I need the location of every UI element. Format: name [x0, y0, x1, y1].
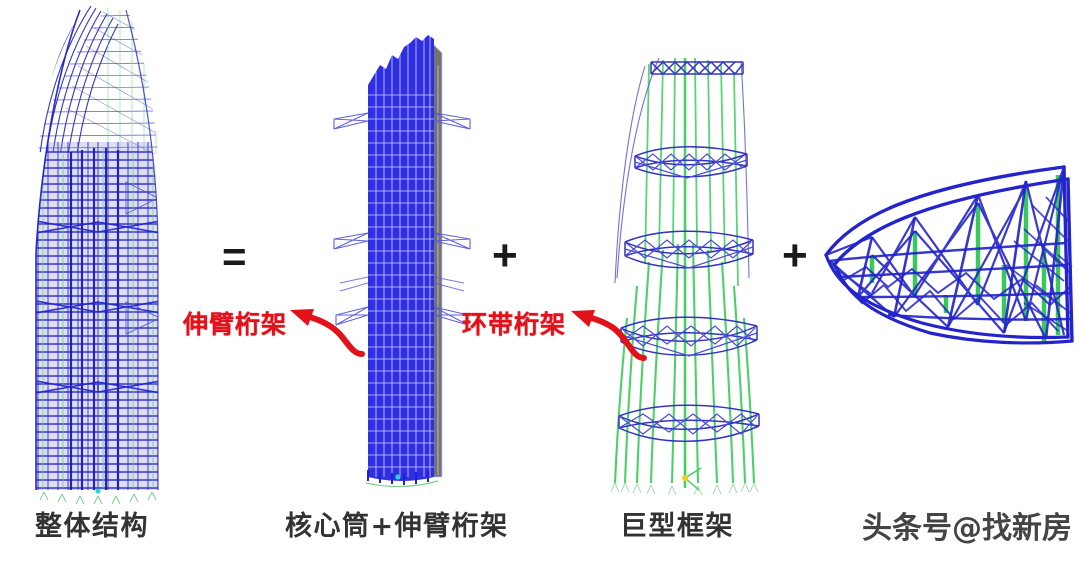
model-overall-structure — [8, 2, 203, 505]
outrigger-truss-top — [339, 276, 465, 292]
operator-equals: = — [222, 233, 247, 280]
core-base — [365, 470, 439, 488]
mega-frame-base — [610, 482, 759, 496]
belt-truss-band — [36, 219, 158, 395]
frame-outline — [614, 57, 750, 284]
overall-structure-svg — [35, 6, 159, 505]
annotation-outrigger-truss: 伸臂桁架 — [183, 310, 288, 339]
annotation-belt-truss: 环带桁架 — [462, 310, 567, 339]
operator-plus-2: + — [782, 231, 808, 280]
outrigger-truss-upper — [333, 112, 471, 130]
annotation-arrow-belt — [571, 310, 647, 361]
caption-core-outrigger: 核心筒+伸臂桁架 — [285, 511, 509, 542]
base-origin-marker — [95, 488, 101, 494]
belt-truss-ring-1 — [650, 60, 744, 76]
crown-right-edge — [1062, 165, 1074, 343]
caption-mega-frame: 巨型框架 — [620, 511, 734, 542]
core-outrigger-svg — [333, 35, 471, 488]
belt-truss-ring-2 — [634, 145, 748, 179]
crown-truss-svg — [824, 165, 1074, 345]
model-mega-frame — [595, 28, 770, 498]
belt-truss-ring-4 — [620, 316, 758, 357]
watermark: 头条号@找新房 — [862, 511, 1072, 546]
tower-body — [36, 142, 158, 490]
base-supports — [39, 491, 157, 505]
model-core-outrigger — [330, 25, 480, 495]
tower-right-outline — [125, 9, 159, 490]
tower-left-outline — [35, 9, 81, 490]
crown-lower-zigzag — [841, 265, 1071, 332]
crown-top-chords — [824, 165, 1070, 267]
outrigger-truss-mid — [333, 232, 471, 250]
outrigger-truss-lower — [335, 306, 469, 326]
belt-truss-ring-3 — [624, 230, 754, 269]
belt-truss-ring-5 — [618, 404, 760, 442]
annotation-arrow-outrigger — [290, 309, 365, 357]
caption-overall-structure: 整体结构 — [35, 511, 149, 542]
model-crown-truss — [818, 145, 1080, 360]
operator-plus-1: + — [492, 231, 518, 280]
crown-right-detail — [1005, 196, 1073, 332]
core-tube — [368, 35, 443, 481]
crown-bracing — [825, 166, 1066, 340]
mega-columns — [613, 243, 756, 484]
axis-triad — [682, 460, 702, 491]
mega-frame-svg — [610, 57, 760, 496]
